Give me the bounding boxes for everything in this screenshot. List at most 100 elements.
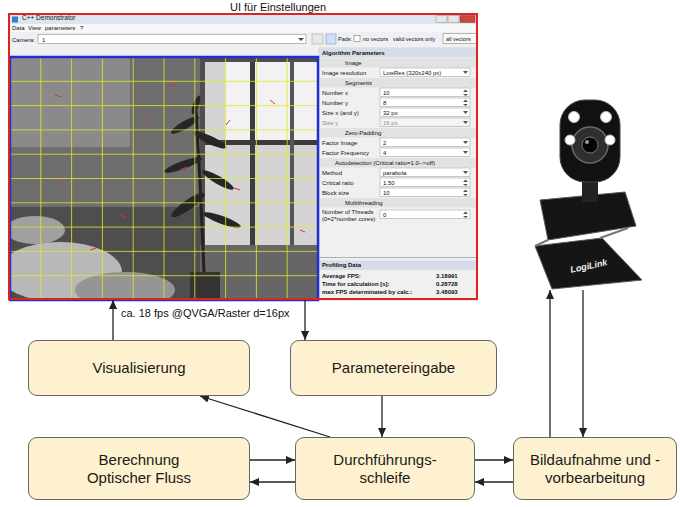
- window-chrome: [436, 16, 447, 23]
- webcam-drawing: [601, 112, 612, 123]
- video-frame: [55, 85, 305, 263]
- ui-text: Pads:: [338, 37, 352, 43]
- ui-text: Image resolution: [322, 70, 366, 76]
- window-chrome: [10, 32, 476, 46]
- video-frame: [10, 57, 318, 300]
- ui-text: Multithreading: [345, 200, 383, 206]
- process-box: Bildaufnahme und -vorbearbeitung: [513, 437, 677, 500]
- video-frame: [163, 95, 242, 231]
- flow-arrow: [549, 290, 550, 437]
- heading-label: UI für Einstellungen: [230, 1, 326, 13]
- parameter-panel: [319, 198, 477, 208]
- window-chrome: [298, 38, 304, 41]
- ui-text: Block size: [322, 190, 349, 196]
- webcam-drawing: [535, 228, 628, 246]
- ui-text: parabola: [383, 170, 406, 176]
- ui-text: Autodetection (Critical ratio=1.0-->off): [335, 160, 435, 166]
- parameter-panel: [319, 128, 477, 138]
- ui-text: Critical ratio: [322, 180, 354, 186]
- ui-text: 10: [383, 190, 390, 196]
- parameter-panel: [319, 261, 477, 271]
- ui-text: Number x: [322, 90, 348, 96]
- ui-text: max FPS determinated by calc.:: [322, 289, 412, 295]
- window-chrome: [12, 17, 18, 23]
- parameter-panel: [380, 98, 470, 107]
- ui-text: 4: [383, 150, 386, 156]
- process-box: Durchführungs- schleife: [295, 437, 475, 500]
- window-chrome: [326, 34, 336, 44]
- parameter-panel: [380, 148, 470, 157]
- parameter-panel: [380, 168, 470, 177]
- parameter-panel: [380, 188, 470, 197]
- ui-text: 16 px: [383, 120, 398, 126]
- video-frame: [0, 57, 318, 308]
- parameter-panel: [319, 49, 477, 58]
- ui-text: Factor Frequency: [322, 150, 369, 156]
- window-chrome: [38, 35, 306, 44]
- ui-text: Camera:: [12, 37, 35, 43]
- flow-arrow: [381, 396, 382, 437]
- process-box: Parametereingabe: [290, 340, 497, 396]
- ui-text: Factor Image: [322, 140, 357, 146]
- webcam-drawing: [535, 238, 642, 289]
- webcam-drawing: [605, 135, 615, 145]
- window-chrome: [10, 15, 476, 24]
- video-frame: [200, 168, 235, 193]
- flow-arrow: [475, 459, 513, 460]
- ui-text: LowRes (320x240 px): [383, 70, 441, 76]
- window-chrome: [448, 16, 459, 23]
- flow-arrow: [200, 396, 330, 437]
- parameter-panel: [319, 48, 477, 300]
- parameter-panel: [319, 48, 477, 300]
- ui-text: 8: [383, 100, 386, 106]
- parameter-panel: [319, 257, 477, 258]
- ui-text: 32 px: [383, 110, 398, 116]
- ui-text: Data: [12, 25, 25, 31]
- webcam-drawing: [582, 137, 598, 153]
- ui-text: Method: [322, 170, 342, 176]
- ui-screenshot: UI für EinstellungenC++ DemonstratorData…: [8, 13, 478, 300]
- ui-text: Algorithm Parameters: [322, 50, 385, 56]
- box-label: Durchführungs- schleife: [323, 451, 448, 487]
- ui-text: parameters: [45, 25, 75, 31]
- webcam-drawing: [565, 135, 575, 145]
- window-chrome: [354, 36, 360, 42]
- video-frame: [163, 154, 203, 175]
- process-box: Visualisierung: [28, 340, 250, 396]
- webcam-drawing: [585, 140, 589, 144]
- ui-text: all vectors: [446, 37, 471, 43]
- video-frame: [190, 95, 202, 116]
- parameter-panel: [319, 58, 477, 68]
- flow-arrow: [475, 481, 513, 482]
- video-frame: [10, 57, 318, 300]
- parameter-panel: [380, 68, 470, 77]
- ui-text: 3.18991: [436, 273, 458, 279]
- ui-text: Profiling Data: [322, 262, 361, 268]
- window-chrome: [312, 34, 323, 44]
- video-frame: [75, 272, 175, 300]
- box-label: Parametereingabe: [332, 359, 455, 377]
- ui-text: Number y: [322, 100, 348, 106]
- video-frame: [10, 57, 130, 147]
- edge-label: ca. 18 fps @QVGA/Raster d=16px: [119, 307, 292, 320]
- parameter-panel: [380, 138, 470, 147]
- ui-text: 1: [42, 37, 45, 43]
- ui-text: C++ Demonstrator: [22, 15, 75, 22]
- ui-text: 10: [383, 90, 390, 96]
- ui-text: Number of Threads (0=2*number cores): [322, 209, 380, 223]
- webcam-drawing: [572, 127, 608, 163]
- parameter-panel: [380, 68, 470, 219]
- parameter-panel: [380, 178, 470, 187]
- parameter-panel: [380, 108, 470, 117]
- video-frame: [10, 57, 200, 207]
- ui-text: Average FPS:: [322, 273, 361, 279]
- ui-text: Zero-Padding: [345, 130, 381, 136]
- ui-text: Segments: [345, 80, 372, 86]
- box-label: Visualisierung: [92, 359, 185, 377]
- ui-text: 2: [383, 140, 386, 146]
- video-frame: [169, 189, 208, 220]
- parameter-panel: [463, 90, 468, 219]
- window-chrome: [10, 24, 476, 32]
- flow-arrow: [304, 300, 305, 340]
